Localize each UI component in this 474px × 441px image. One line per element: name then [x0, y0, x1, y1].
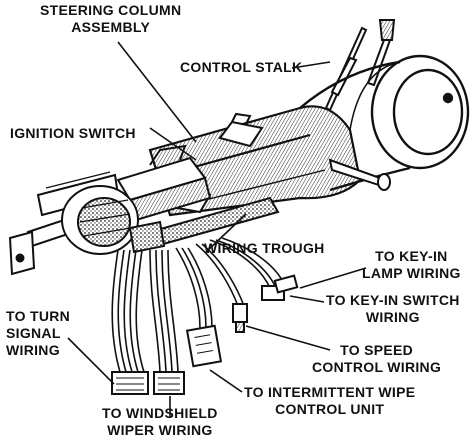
- label-steering-column-assembly: STEERING COLUMN ASSEMBLY: [40, 2, 181, 36]
- label-intermittent-wipe: TO INTERMITTENT WIPE CONTROL UNIT: [244, 384, 415, 418]
- connectors: [111, 274, 299, 395]
- label-line: STEERING COLUMN: [40, 2, 182, 18]
- label-line: CONTROL UNIT: [275, 401, 385, 417]
- leader-control-stalk: [291, 61, 331, 69]
- label-line: CONTROL STALK: [180, 59, 303, 75]
- label-line: WIRING TROUGH: [204, 240, 325, 256]
- label-line: TO INTERMITTENT WIPE: [244, 384, 416, 400]
- label-line: ASSEMBLY: [71, 19, 151, 35]
- label-line: WIPER WIRING: [107, 422, 213, 438]
- label-turn-signal-wiring: TO TURN SIGNAL WIRING: [6, 308, 70, 359]
- label-line: TO KEY-IN SWITCH: [326, 292, 460, 308]
- label-line: WIRING: [365, 309, 420, 325]
- leader-speed-control: [245, 325, 331, 351]
- tilt-lever: [328, 158, 391, 191]
- label-line: WIRING: [6, 342, 60, 358]
- wire-harnesses: [111, 237, 285, 373]
- steering-head: [299, 54, 470, 192]
- label-windshield-wiper-wiring: TO WINDSHIELD WIPER WIRING: [102, 405, 218, 439]
- leader-turn-signal: [67, 337, 115, 385]
- leader-key-in-switch: [289, 295, 325, 303]
- label-speed-control-wiring: TO SPEED CONTROL WIRING: [312, 342, 441, 376]
- label-line: SIGNAL: [6, 325, 61, 341]
- leader-intermittent-wipe: [209, 369, 243, 393]
- label-key-in-switch-wiring: TO KEY-IN SWITCH WIRING: [326, 292, 460, 326]
- label-key-in-lamp-wiring: TO KEY-IN LAMP WIRING: [362, 248, 461, 282]
- label-line: TO WINDSHIELD: [102, 405, 218, 421]
- label-line: TO SPEED: [340, 342, 414, 358]
- label-line: IGNITION SWITCH: [10, 125, 136, 141]
- label-line: CONTROL WIRING: [312, 359, 442, 375]
- leader-lines: [67, 41, 367, 418]
- label-wiring-trough: WIRING TROUGH: [204, 240, 325, 257]
- leader-wiring-trough: [205, 213, 247, 253]
- label-line: TO TURN: [6, 308, 71, 324]
- leader-steering-column: [117, 41, 197, 143]
- label-line: LAMP WIRING: [362, 265, 461, 281]
- leader-key-in-lamp: [299, 267, 367, 289]
- leader-ignition-switch: [149, 127, 197, 161]
- left-flange: [8, 171, 139, 276]
- label-control-stalk: CONTROL STALK: [180, 59, 302, 76]
- wiring-trough: [128, 196, 280, 254]
- ignition-switch-body: [116, 144, 212, 222]
- label-ignition-switch: IGNITION SWITCH: [10, 125, 136, 142]
- label-line: TO KEY-IN: [375, 248, 448, 264]
